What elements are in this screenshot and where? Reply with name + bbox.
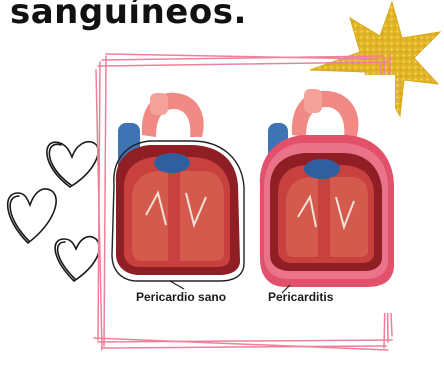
caption-pericarditis: Pericarditis: [268, 290, 333, 304]
caption-healthy-pericardium: Pericardio sano: [136, 290, 226, 304]
heart-illustration: [110, 75, 395, 313]
page-heading: sanguíneos.: [10, 0, 247, 32]
healthy-heart-icon: [112, 93, 244, 289]
inflamed-heart-icon: [260, 89, 394, 293]
